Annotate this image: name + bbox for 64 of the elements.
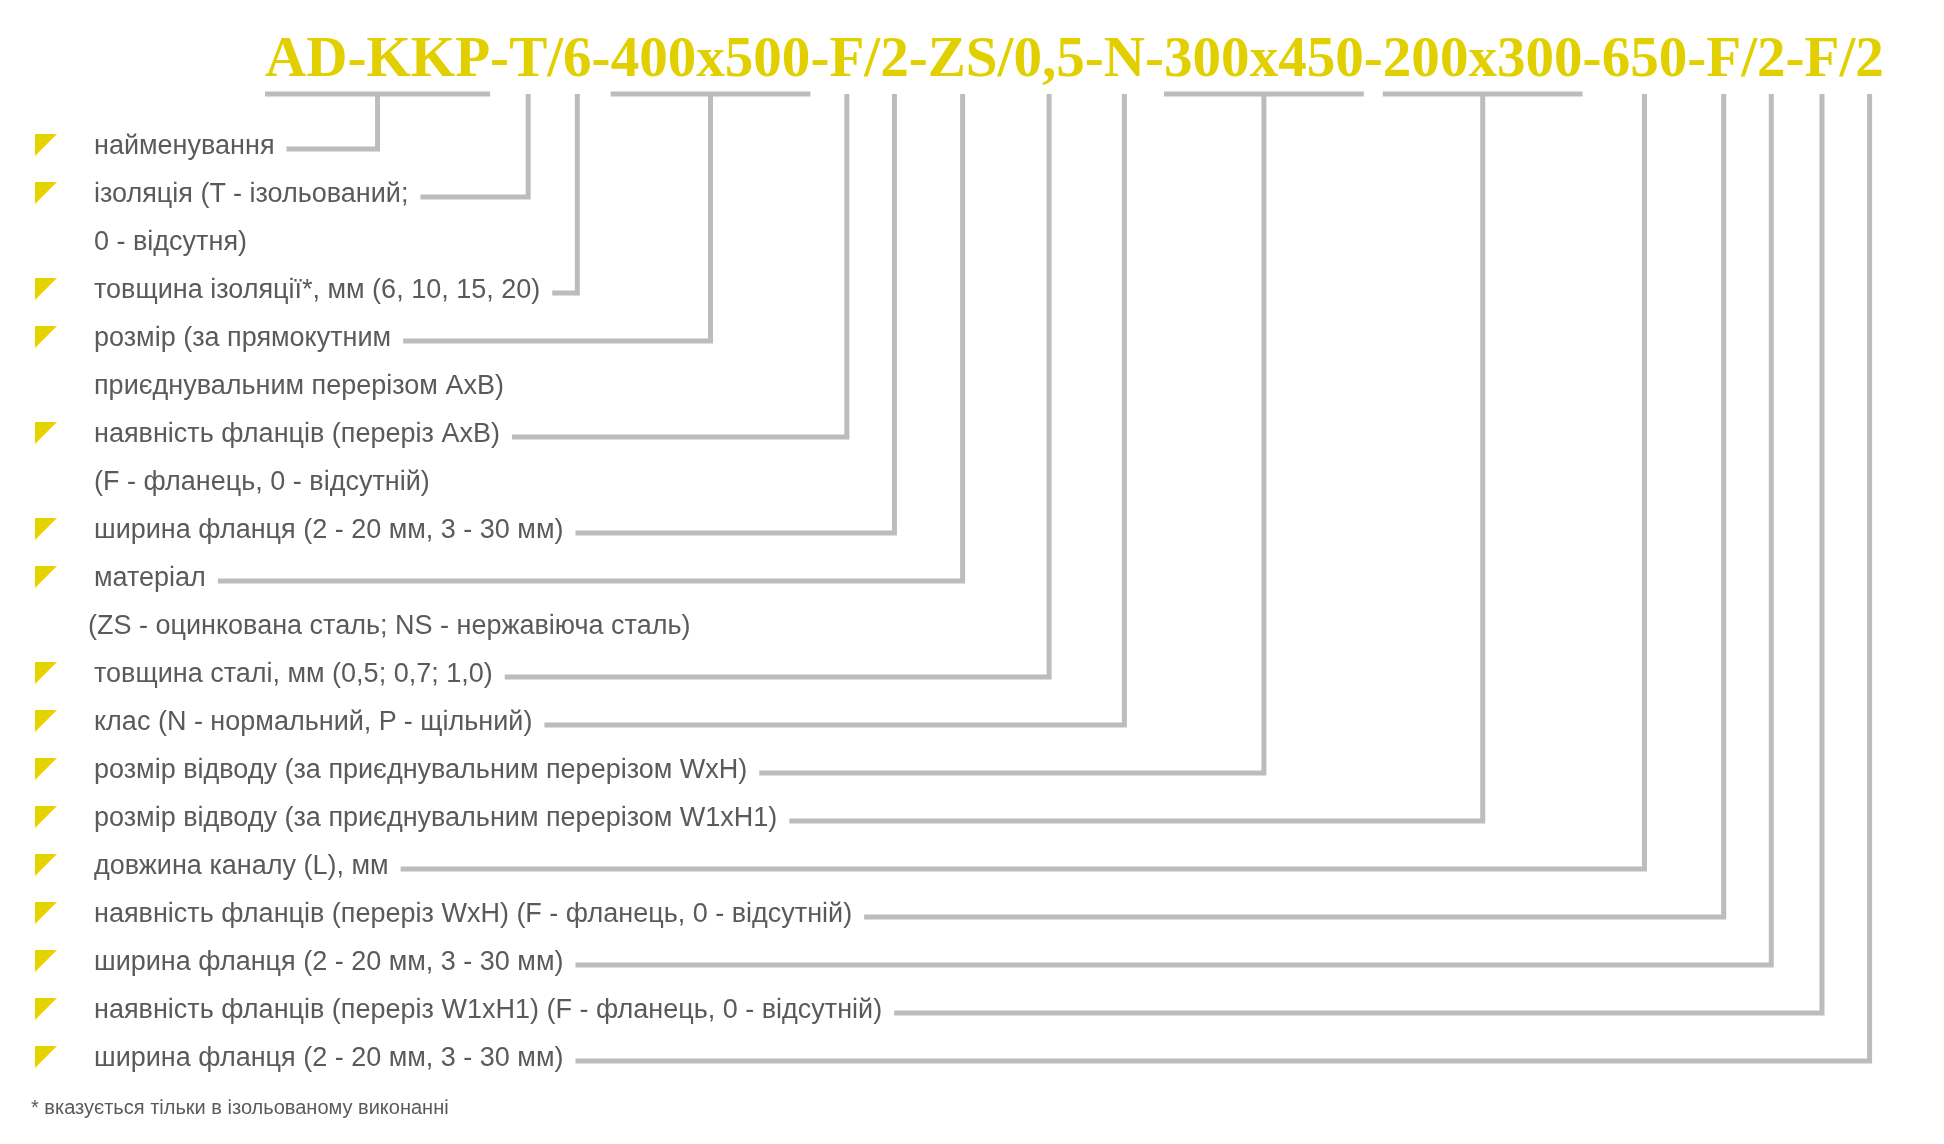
code-part-label: 400x500: [610, 28, 811, 86]
code-separator-label: -: [1363, 28, 1383, 86]
description-text: розмір відводу (за приєднувальним перерізом W1xH1): [94, 793, 778, 841]
description-text: наявність фланців (переріз AxB) (F - фланець, 0 - відсутній): [94, 409, 500, 505]
description-text: розмір (за прямокутним приєднувальним перерізом AxB): [94, 313, 504, 409]
description-text: клас (N - нормальний, P - щільний): [94, 697, 533, 745]
code-part-label: 2: [1757, 28, 1786, 86]
leader-line: [544, 94, 1127, 728]
code-separator-label: -: [490, 28, 510, 86]
leader-line: [575, 94, 1774, 968]
code-part-label: N: [1103, 28, 1145, 86]
description-text: ширина фланця (2 - 20 мм, 3 - 30 мм): [94, 505, 564, 553]
code-separator-label: /: [997, 28, 1014, 86]
code-part-label: AD-KKP: [265, 28, 491, 86]
leader-line: [217, 94, 966, 584]
leader-line: [756, 91, 1367, 776]
leader-line: [786, 91, 1586, 824]
leader-line: [511, 94, 850, 440]
leader-line: [504, 94, 1052, 680]
description-text: ширина фланця (2 - 20 мм, 3 - 30 мм): [94, 1033, 564, 1081]
code-part-label: 300x450: [1164, 28, 1364, 86]
code-part-label: T: [509, 28, 548, 86]
leader-line: [552, 94, 580, 296]
code-separator-label: -: [1687, 28, 1707, 86]
description-text: наявність фланців (переріз W1xH1) (F - фланець, 0 - відсутній): [94, 985, 883, 1033]
code-part-label: 6: [563, 28, 592, 86]
footnote: * вказується тільки в ізольованому виконанні: [31, 1095, 449, 1120]
description-text: товщина сталі, мм (0,5; 0,7; 1,0): [94, 649, 493, 697]
leader-line: [894, 94, 1825, 1016]
code-part-label: 650: [1601, 28, 1688, 86]
code-separator-label: /: [1839, 28, 1856, 86]
leader-line: [420, 94, 531, 200]
description-text: ширина фланця (2 - 20 мм, 3 - 30 мм): [94, 937, 564, 985]
description-text: довжина каналу (L), мм: [94, 841, 389, 889]
leader-line: [400, 91, 813, 344]
code-part-label: F: [1706, 28, 1742, 86]
code-part-label: 2: [880, 28, 909, 86]
code-separator-label: -: [1084, 28, 1104, 86]
code-separator-label: -: [908, 28, 928, 86]
description-text: ізоляція (T - ізольований; 0 - відсутня): [94, 169, 409, 265]
code-separator-label: -: [1785, 28, 1805, 86]
leader-line: [400, 94, 1647, 872]
leader-line: [575, 94, 897, 536]
leader-line: [262, 91, 493, 152]
code-part-label: 0,5: [1013, 28, 1085, 86]
code-part-label: 2: [1855, 28, 1884, 86]
code-part-label: ZS: [927, 28, 998, 86]
description-text: товщина ізоляції*, мм (6, 10, 15, 20): [94, 265, 541, 313]
code-separator-label: -: [591, 28, 611, 86]
code-separator-label: /: [864, 28, 881, 86]
description-text: матеріал (ZS - оцинкована сталь; NS - нержавіюча сталь): [88, 553, 691, 649]
code-part-label: F: [829, 28, 865, 86]
description-text: розмір відводу (за приєднувальним перерізом WxH): [94, 745, 748, 793]
description-text: найменування: [94, 121, 275, 169]
code-separator-label: /: [547, 28, 564, 86]
code-separator-label: -: [1582, 28, 1602, 86]
code-part-label: 200x300: [1382, 28, 1583, 86]
code-part-label: F: [1804, 28, 1840, 86]
leader-line: [575, 94, 1873, 1064]
code-separator-label: -: [810, 28, 830, 86]
description-text: наявність фланців (переріз WxH) (F - фланець, 0 - відсутній): [94, 889, 853, 937]
leader-line: [864, 94, 1727, 920]
code-separator-label: /: [1741, 28, 1757, 86]
code-separator-label: -: [1145, 28, 1165, 86]
